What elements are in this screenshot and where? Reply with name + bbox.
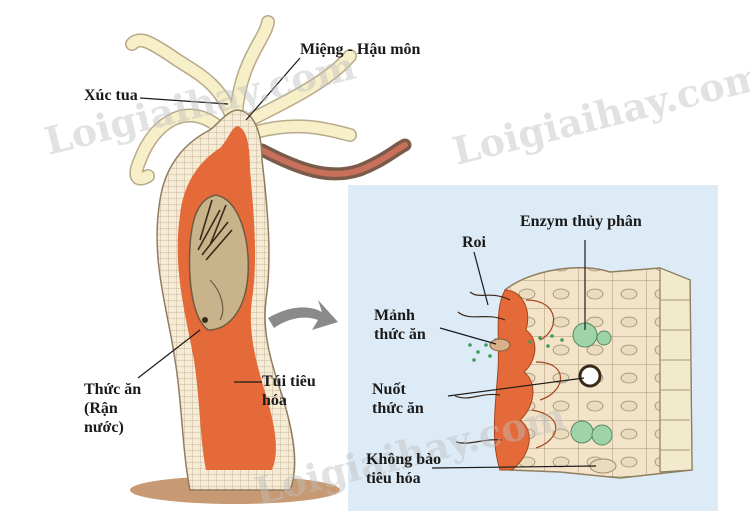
label-food-fragment: Mảnh thức ăn [374,307,426,343]
label-digestive-vacuole: Không bào tiêu hóa [366,451,442,487]
hydra-body [156,109,296,491]
zoom-arrow [268,300,338,330]
cell-inset-panel [348,185,718,511]
water-flea-food [188,194,249,331]
label-swallow-food: Nuốt thức ăn [372,381,424,417]
label-food: Thức ăn (Rận nước) [84,381,142,436]
label-flagellum: Roi [462,234,486,251]
label-digestive-sac: Túi tiêu hóa [262,373,316,409]
leader-lines [137,57,597,469]
tentacles [125,15,412,186]
label-enzyme: Enzym thủy phân [520,213,642,230]
label-tentacles: Xúc tua [84,87,138,104]
label-mouth-anus: Miệng - Hậu môn [300,41,421,58]
